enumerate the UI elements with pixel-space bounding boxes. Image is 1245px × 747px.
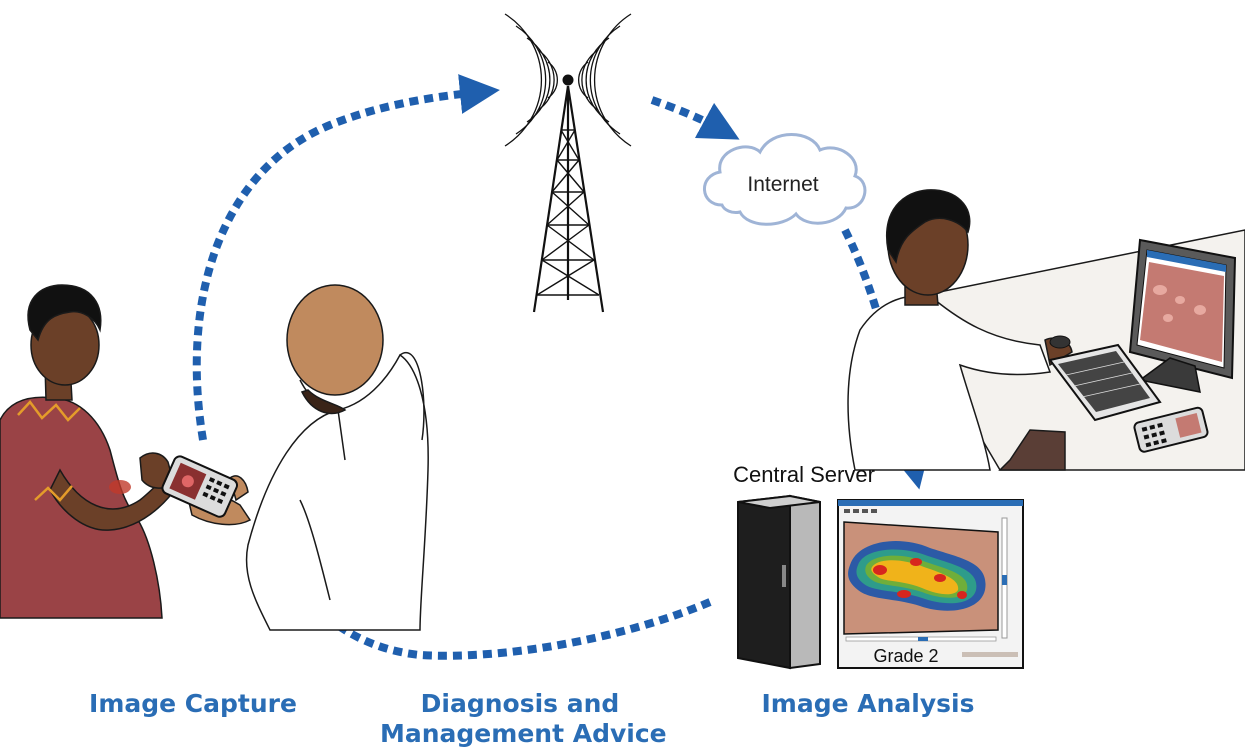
- central-server-label: Central Server: [733, 462, 875, 487]
- patient-figure: [0, 284, 179, 619]
- doctor-beard: [300, 389, 347, 415]
- doctor-head: [286, 284, 384, 396]
- heatmap-window-icon: [837, 499, 1024, 669]
- cloud-icon: [703, 133, 867, 226]
- monitor-icon: [1128, 238, 1237, 393]
- flow-arrow-tower-to-internet: [650, 96, 740, 140]
- server-rack-icon: [737, 494, 821, 670]
- caption-diagnosis-line1: Diagnosis and: [420, 689, 620, 718]
- mobile-phone-icon: [161, 455, 239, 518]
- internet-label: Internet: [747, 173, 818, 196]
- caption-diagnosis: Diagnosis and Management Advice: [380, 689, 667, 747]
- grade-label: Grade 2: [873, 646, 938, 666]
- radio-tower-icon: [504, 13, 632, 313]
- doctor-capture-figure: [187, 284, 429, 631]
- analyst-hair: [885, 189, 971, 264]
- keyboard-icon: [1048, 335, 1162, 422]
- patient-hair: [27, 284, 102, 342]
- doctor-coat: [245, 353, 429, 631]
- flow-arrow-capture-to-tower: [192, 74, 500, 441]
- caption-image-analysis: Image Analysis: [761, 689, 975, 718]
- caption-image-capture: Image Capture: [89, 689, 297, 718]
- mouse: [1049, 335, 1071, 349]
- caption-diagnosis-line2: Management Advice: [380, 719, 667, 747]
- desk-phone-icon: [1133, 406, 1209, 453]
